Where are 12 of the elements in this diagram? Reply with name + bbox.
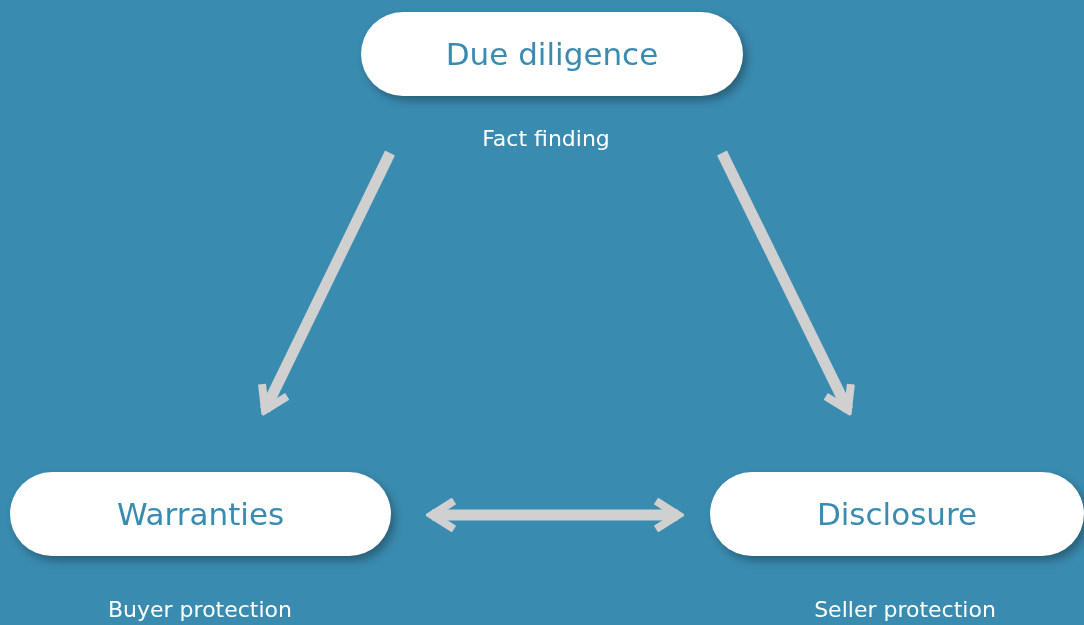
pill-node	[361, 12, 743, 96]
node-label: Disclosure	[816, 496, 978, 532]
caption-text: Buyer protection	[108, 597, 292, 622]
arrow	[258, 150, 395, 414]
caption-text: Fact finding	[482, 126, 610, 151]
arrow	[428, 497, 682, 533]
pill-node	[10, 472, 391, 556]
caption-text: Seller protection	[814, 597, 996, 622]
arrow	[717, 150, 855, 414]
node-label: Due diligence	[445, 36, 659, 72]
pill-node	[710, 472, 1084, 556]
node-label: Warranties	[116, 496, 285, 532]
